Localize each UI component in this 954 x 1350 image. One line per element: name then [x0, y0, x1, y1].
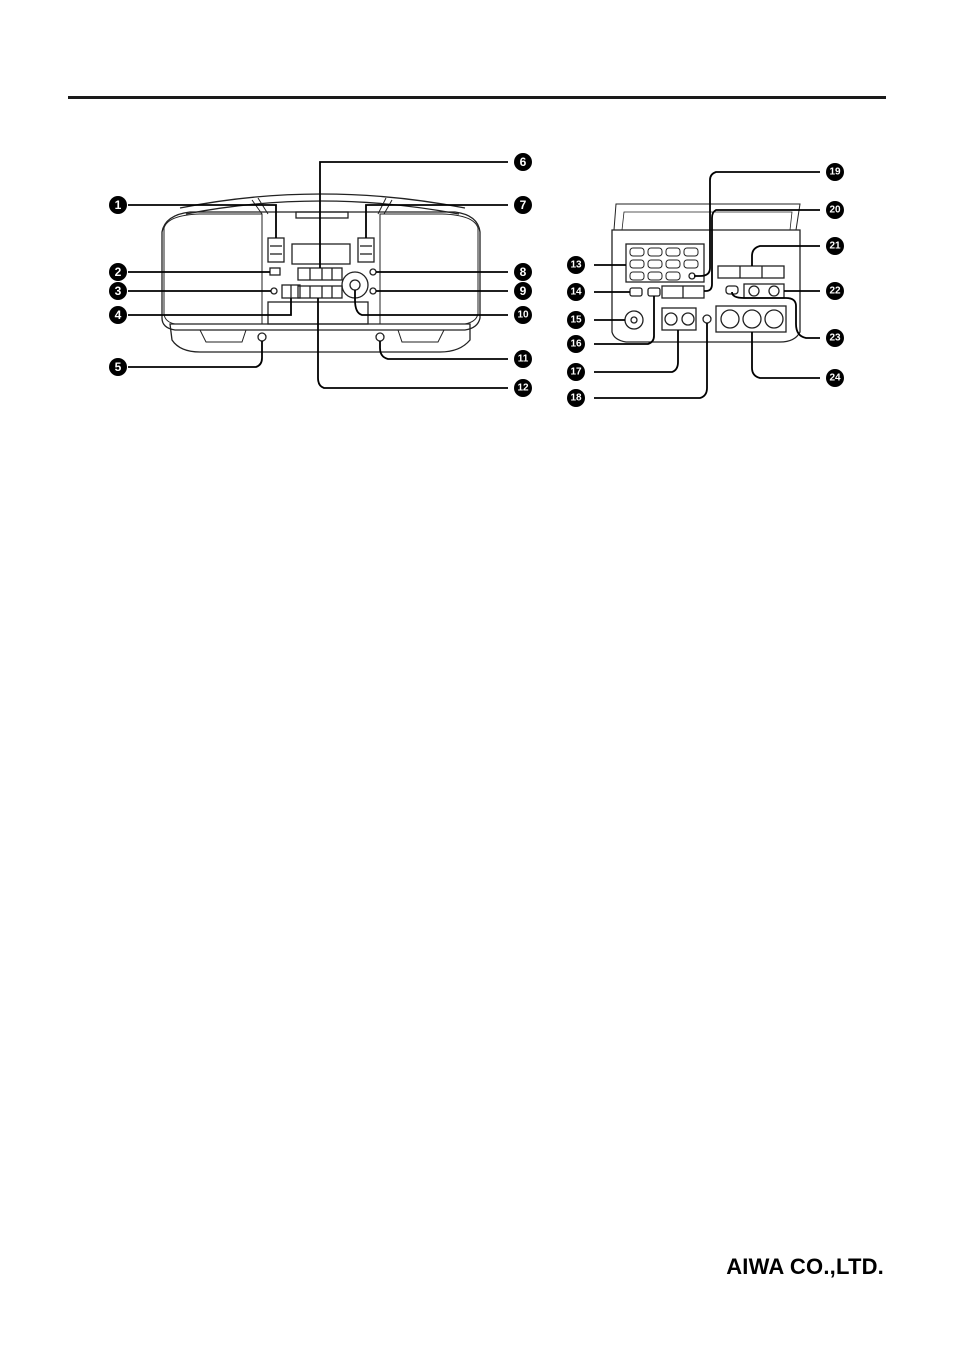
- callout-2: 2: [109, 263, 127, 281]
- callout-3: 3: [109, 282, 127, 300]
- svg-text:13: 13: [570, 260, 582, 271]
- callout-8: 8: [514, 263, 532, 281]
- svg-text:18: 18: [570, 393, 582, 404]
- svg-text:19: 19: [829, 167, 841, 178]
- svg-text:1: 1: [115, 198, 122, 212]
- callout-18: 18: [567, 389, 585, 407]
- svg-text:20: 20: [829, 205, 841, 216]
- svg-text:12: 12: [517, 383, 529, 394]
- svg-text:3: 3: [115, 284, 122, 298]
- top-panel-illustration: [612, 204, 800, 342]
- callout-7: 7: [514, 196, 532, 214]
- callout-5: 5: [109, 358, 127, 376]
- panel-leader-lines: [594, 172, 820, 398]
- svg-text:4: 4: [115, 308, 122, 322]
- svg-text:2: 2: [115, 265, 122, 279]
- controls-diagram: 1 2 3 4 5 6 7 8 9 10 11 12 13 14 15 16 1…: [0, 0, 954, 420]
- callout-13: 13: [567, 256, 585, 274]
- callout-6: 6: [514, 153, 532, 171]
- svg-text:21: 21: [829, 241, 841, 252]
- front-leader-lines: [128, 162, 508, 388]
- svg-text:9: 9: [520, 284, 527, 298]
- callout-19: 19: [826, 163, 844, 181]
- callout-12: 12: [514, 379, 532, 397]
- callout-16: 16: [567, 335, 585, 353]
- svg-text:17: 17: [570, 367, 582, 378]
- callout-21: 21: [826, 237, 844, 255]
- callout-10: 10: [514, 306, 532, 324]
- callout-9: 9: [514, 282, 532, 300]
- svg-text:5: 5: [115, 360, 122, 374]
- svg-text:7: 7: [520, 198, 527, 212]
- callout-22: 22: [826, 282, 844, 300]
- front-unit-illustration: [162, 194, 480, 352]
- svg-text:16: 16: [570, 339, 582, 350]
- callout-4: 4: [109, 306, 127, 324]
- company-name: AIWA CO.,LTD.: [726, 1254, 884, 1280]
- callout-11: 11: [514, 350, 532, 368]
- callout-20: 20: [826, 201, 844, 219]
- callout-14: 14: [567, 283, 585, 301]
- svg-text:24: 24: [829, 373, 841, 384]
- callout-24: 24: [826, 369, 844, 387]
- svg-text:10: 10: [517, 310, 529, 321]
- svg-text:11: 11: [518, 354, 529, 365]
- callout-17: 17: [567, 363, 585, 381]
- svg-text:8: 8: [520, 265, 527, 279]
- svg-text:14: 14: [570, 287, 582, 298]
- svg-text:6: 6: [520, 155, 527, 169]
- callout-1: 1: [109, 196, 127, 214]
- svg-text:22: 22: [829, 286, 841, 297]
- svg-text:15: 15: [570, 315, 582, 326]
- callout-markers: 1 2 3 4 5 6 7 8 9 10 11 12 13 14 15 16 1…: [109, 153, 844, 407]
- svg-text:23: 23: [829, 333, 841, 344]
- callout-15: 15: [567, 311, 585, 329]
- callout-23: 23: [826, 329, 844, 347]
